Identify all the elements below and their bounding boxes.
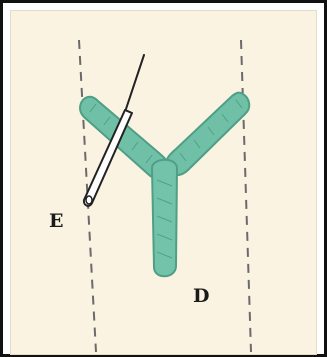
right-guide-line — [241, 40, 251, 352]
tail-stitch — [152, 160, 177, 277]
point-label-e: E — [49, 212, 63, 231]
point-label-d: D — [193, 287, 209, 306]
right-stitch-arm — [166, 93, 250, 175]
